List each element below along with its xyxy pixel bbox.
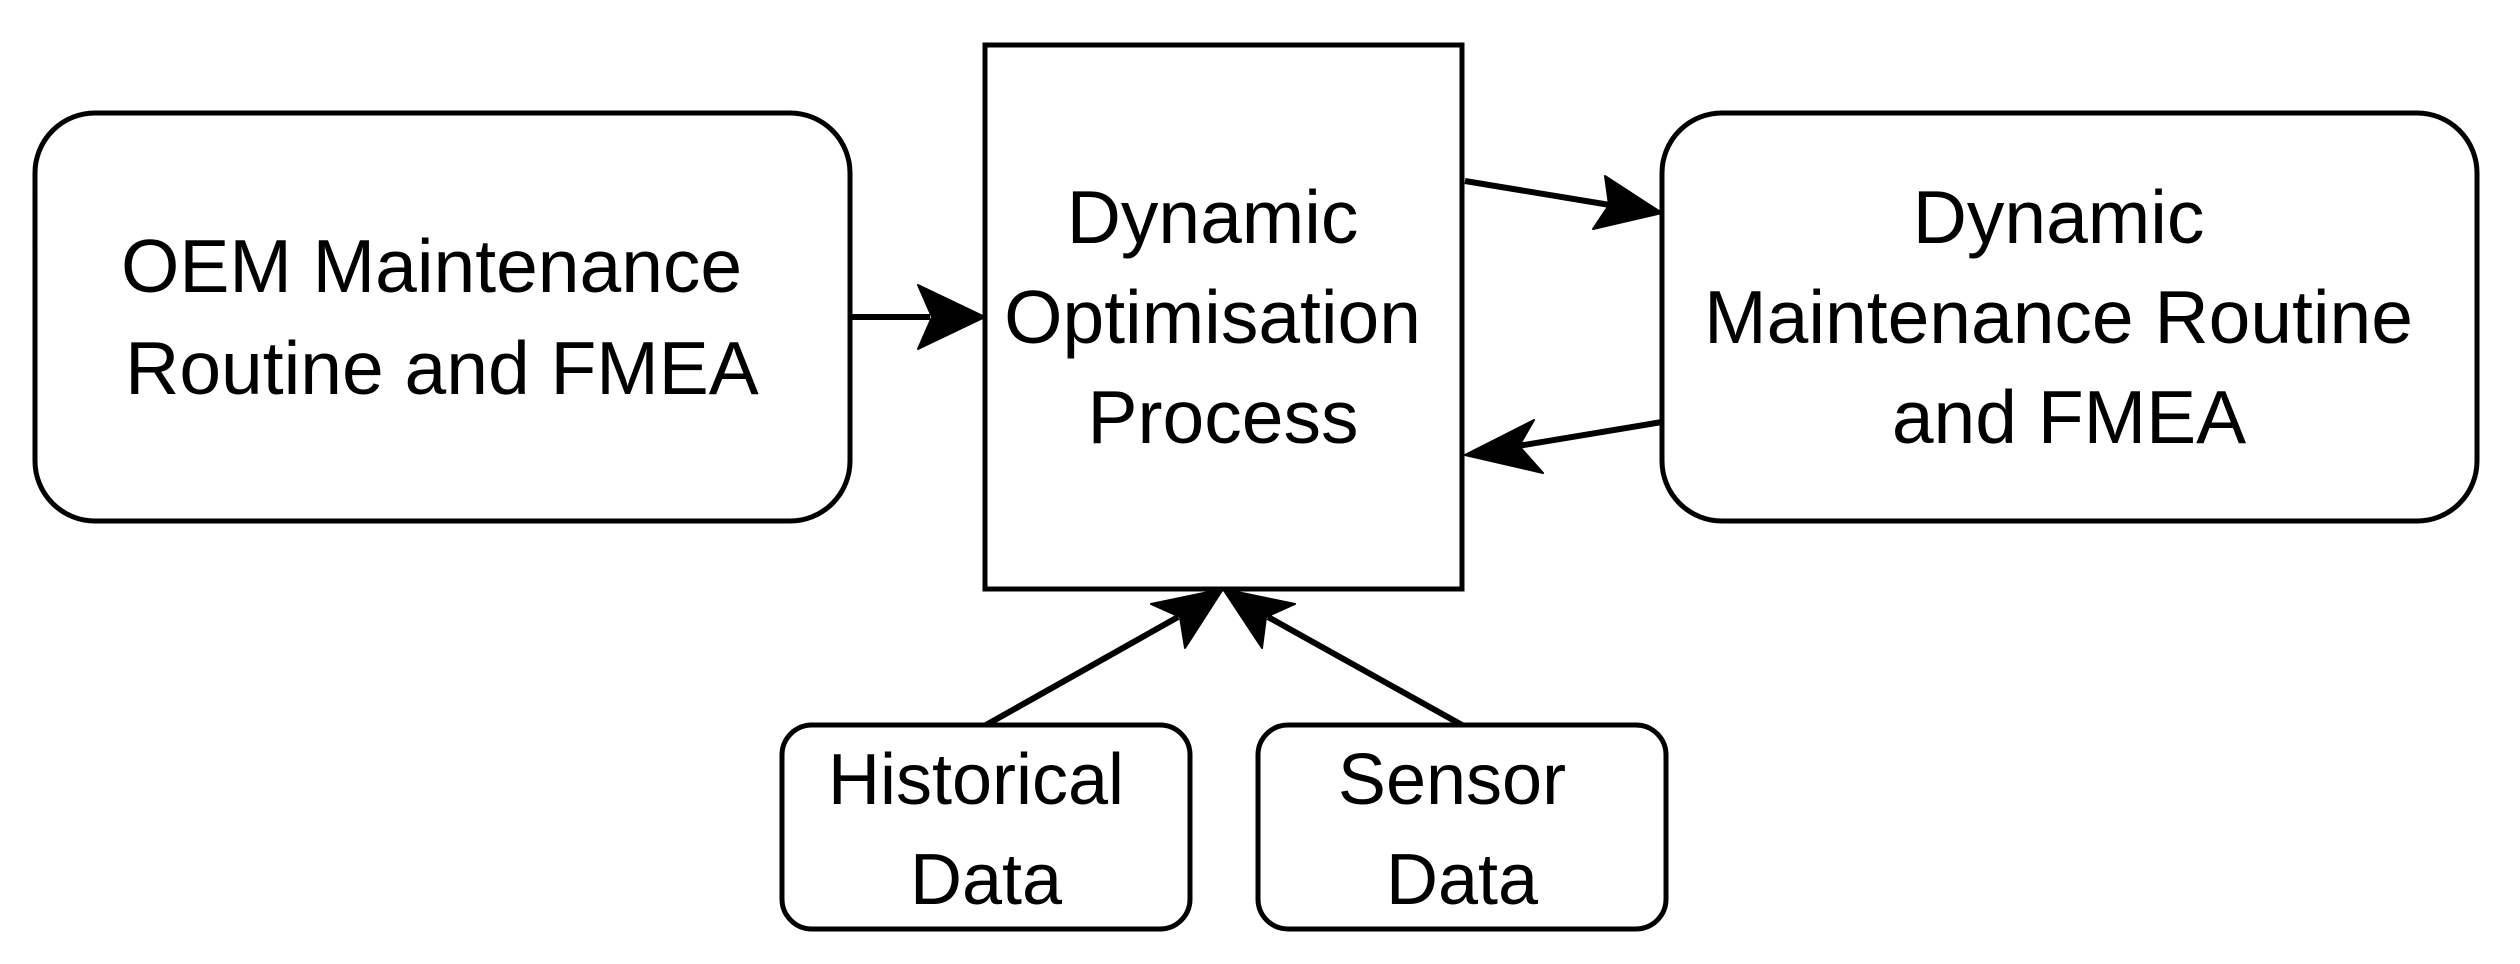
arrowhead-icon	[917, 284, 986, 350]
node-dynamic-maintenance: Dynamic Maintenance Routine and FMEA	[1659, 110, 2480, 524]
node-historical-data: Historical Data	[779, 722, 1193, 932]
edge-historical-to-process	[984, 588, 1224, 728]
node-dynamic-line-2: Maintenance Routine	[1704, 275, 2413, 359]
node-historical-line-2: Data	[910, 840, 1063, 920]
node-oem-label: OEM Maintenance Routine and FMEA	[121, 224, 763, 410]
node-sensor-data: Sensor Data	[1255, 722, 1669, 932]
arrowhead-icon	[1222, 588, 1296, 649]
node-optimisation-process: Dynamic Optimisation Process	[982, 42, 1465, 592]
arrowhead-icon	[1592, 175, 1663, 230]
node-process-line-2: Optimisation	[1004, 275, 1421, 359]
node-dynamic-line-1: Dynamic	[1913, 175, 2205, 259]
node-process-label: Dynamic Optimisation Process	[1004, 175, 1442, 459]
node-oem-line-1: OEM Maintenance	[121, 224, 742, 308]
edge-oem-to-process	[850, 284, 986, 350]
node-process-line-3: Process	[1088, 375, 1359, 459]
node-historical-label: Historical Data	[828, 740, 1144, 920]
node-process-line-1: Dynamic	[1067, 175, 1359, 259]
node-historical-line-1: Historical	[828, 740, 1124, 820]
arrowhead-icon	[1464, 419, 1544, 474]
edge-dynamic-to-process	[1464, 419, 1663, 474]
node-dynamic-label: Dynamic Maintenance Routine and FMEA	[1704, 175, 2434, 459]
node-sensor-line-2: Data	[1386, 840, 1539, 920]
edge-sensor-to-process	[1222, 588, 1464, 728]
node-oem-line-2: Routine and FMEA	[125, 326, 759, 410]
node-dynamic-line-3: and FMEA	[1892, 375, 2246, 459]
arrowhead-icon	[1150, 588, 1224, 649]
node-sensor-line-1: Sensor	[1338, 740, 1566, 820]
node-sensor-label: Sensor Data	[1338, 740, 1586, 920]
node-oem-maintenance: OEM Maintenance Routine and FMEA	[32, 110, 853, 524]
edge-process-to-dynamic	[1464, 175, 1663, 230]
